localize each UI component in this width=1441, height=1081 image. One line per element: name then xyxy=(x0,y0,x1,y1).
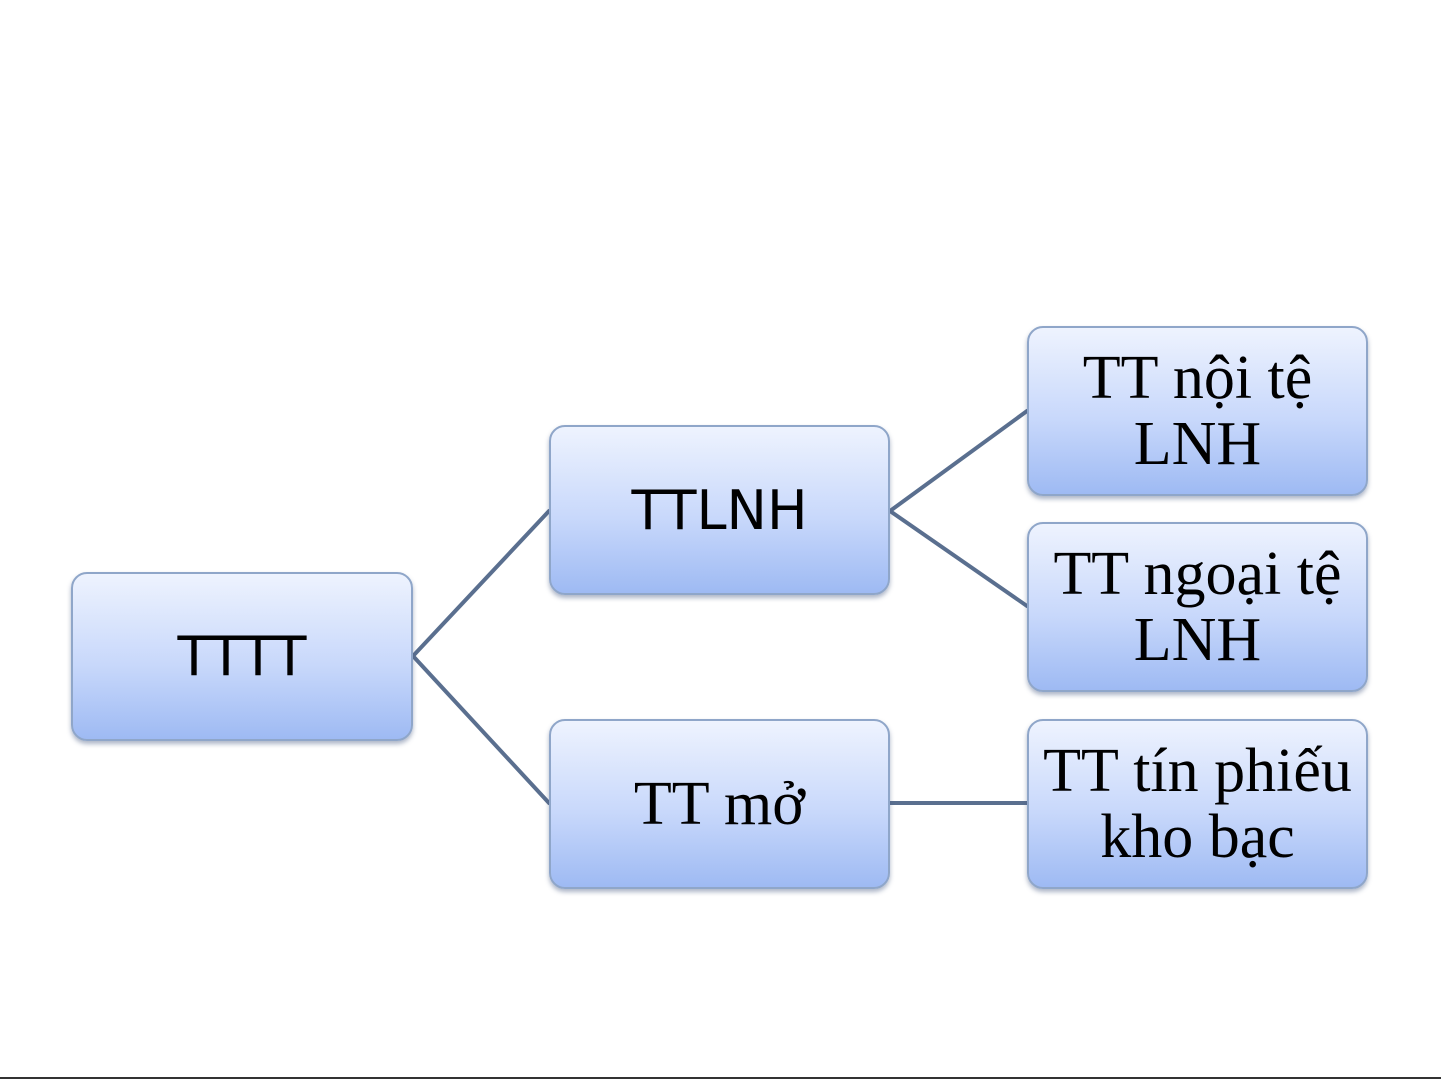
leaf-node-tt-ngoai-te-lnh: TT ngoại tệ LNH xyxy=(1027,522,1368,692)
branch-node-tt-mo: TT mở xyxy=(549,719,890,889)
leaf-node-tt-noi-te-lnh: TT nội tệ LNH xyxy=(1027,326,1368,496)
bottom-divider xyxy=(0,1077,1441,1079)
leaf-node-line1: TT nội tệ xyxy=(1083,345,1313,411)
leaf-node-line1: TT ngoại tệ xyxy=(1053,541,1341,607)
leaf-node-line2: LNH xyxy=(1083,411,1313,477)
leaf-node-line1: TT tín phiếu xyxy=(1043,738,1352,804)
connector-ttlnh-to-noi-te xyxy=(890,411,1027,511)
leaf-node-line2: LNH xyxy=(1053,607,1341,673)
connector-root-to-ttmo xyxy=(413,656,549,803)
branch-node-ttlnh: TTLNH xyxy=(549,425,890,595)
branch-node-label: TTLNH xyxy=(631,479,807,542)
branch-node-label: TT mở xyxy=(634,771,805,837)
connector-root-to-ttlnh xyxy=(413,511,549,656)
connector-ttlnh-to-ngoai-te xyxy=(890,511,1027,606)
root-node-label: TTTT xyxy=(177,625,306,688)
root-node-tttt: TTTT xyxy=(71,572,413,741)
leaf-node-tt-tin-phieu-kho-bac: TT tín phiếu kho bạc xyxy=(1027,719,1368,889)
leaf-node-line2: kho bạc xyxy=(1043,804,1352,870)
